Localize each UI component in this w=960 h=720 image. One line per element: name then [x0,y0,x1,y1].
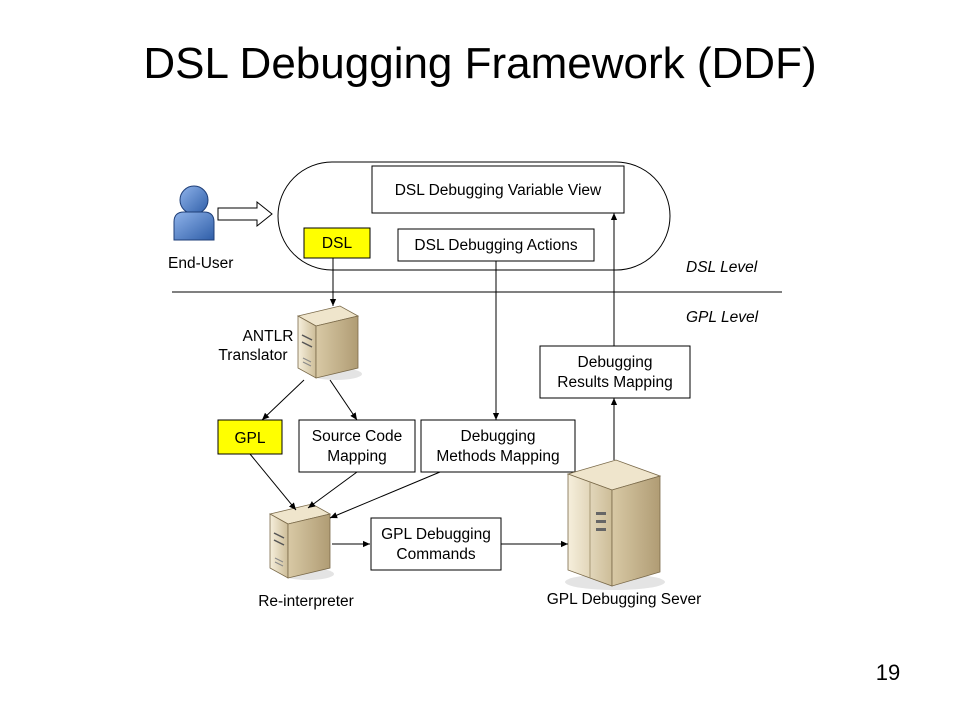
debugging-actions-label: DSL Debugging Actions [414,237,577,254]
source-code-mapping-line1: Source Code [312,428,402,445]
re-interpreter-label: Re-interpreter [258,593,354,610]
edge-sourcemap-to-reinterpreter [307,471,358,509]
slide-title: DSL Debugging Framework (DDF) [143,39,817,88]
source-code-mapping-box [298,419,416,473]
dsl-label: DSL [322,235,353,252]
page-number: 19 [875,660,901,685]
connectors [249,213,618,548]
methods-mapping-line2: Methods Mapping [436,448,559,465]
dsl-level-label: DSL Level [686,259,758,276]
gpl-debugging-server-label: GPL Debugging Sever [547,591,702,608]
gpl-level-label: GPL Level [686,309,759,326]
re-interpreter-server-icon [268,503,334,580]
methods-mapping-box [420,419,576,473]
antlr-label-line2: Translator [218,347,287,364]
results-mapping-box [539,345,691,399]
edge-antlr-to-gpl [261,379,305,421]
end-user-label: End-User [168,255,233,272]
variable-view-box [371,165,625,214]
gpl-commands-line1: GPL Debugging [381,526,491,543]
dsl-box [303,227,371,259]
results-mapping-line1: Debugging [578,354,653,371]
source-code-mapping-line2: Mapping [327,448,386,465]
results-mapping-line2: Results Mapping [557,374,672,391]
gpl-box [217,419,283,455]
debugging-actions-box [397,228,595,262]
gpl-debugging-server-icon [565,459,665,590]
end-user-icon [173,185,215,241]
antlr-label-line1: ANTLR [243,328,294,345]
user-to-dsl-arrow [217,200,273,228]
antlr-server-icon [296,305,362,380]
edge-antlr-to-sourcemap [329,379,358,421]
edge-methods-to-reinterpreter [329,471,441,519]
methods-mapping-line1: Debugging [461,428,536,445]
gpl-label: GPL [234,430,265,447]
edge-gpl-to-reinterpreter [249,453,297,511]
gpl-commands-line2: Commands [396,546,475,563]
variable-view-label: DSL Debugging Variable View [395,182,602,199]
